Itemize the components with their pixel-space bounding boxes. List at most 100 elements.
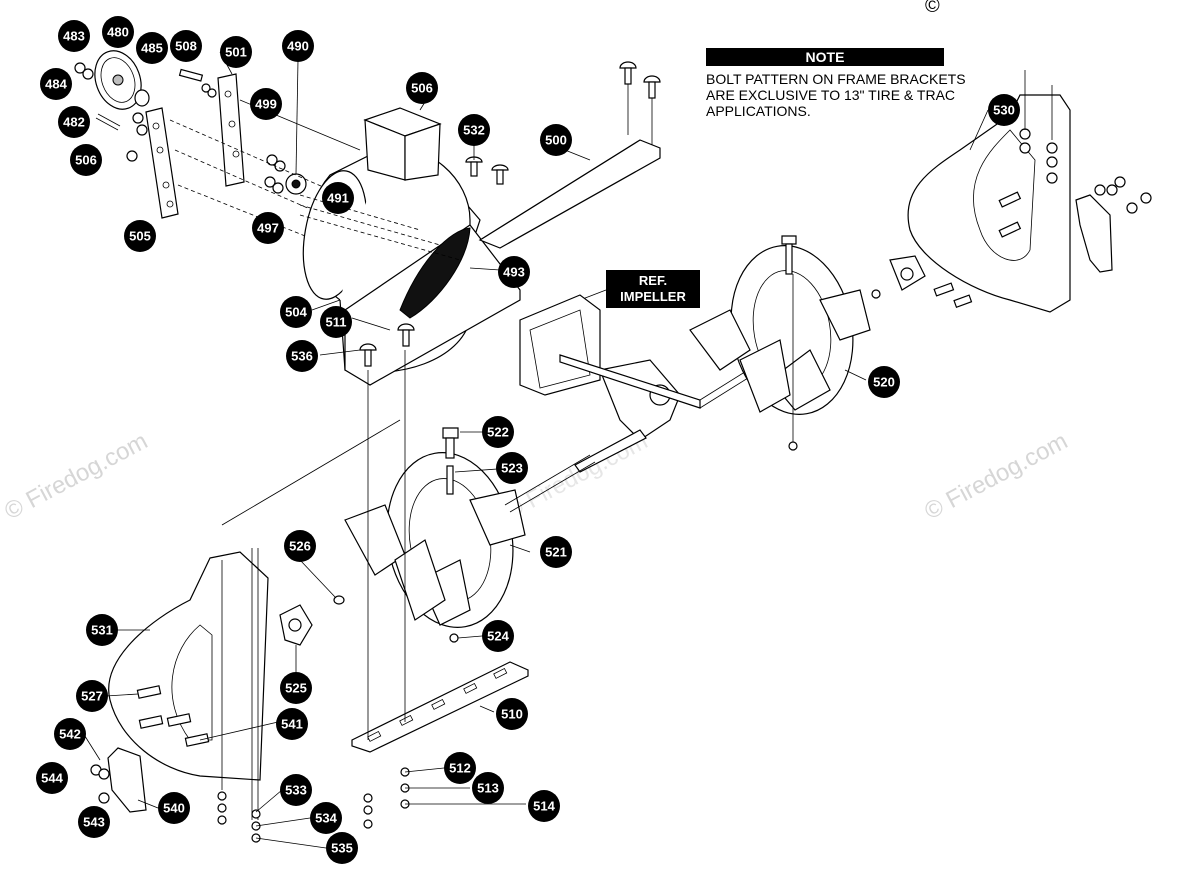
callout-bubble: [70, 144, 102, 176]
callout-505: 505: [124, 220, 156, 252]
ref-impeller-line-2: IMPELLER: [620, 289, 686, 304]
left-auger: [333, 427, 596, 643]
callout-bubble: [36, 762, 68, 794]
callout-number: 520: [873, 375, 895, 390]
callout-bubble: [326, 832, 358, 864]
callout-533: 533: [280, 774, 312, 806]
callout-bubble: [482, 620, 514, 652]
watermark: © Firedog.com: [0, 427, 152, 525]
callout-bubble: [540, 124, 572, 156]
callout-bubble: [124, 220, 156, 252]
callout-number: 522: [487, 425, 509, 440]
callout-bubble: [276, 708, 308, 740]
callout-504: 504: [280, 296, 312, 328]
callout-521: 521: [540, 536, 572, 568]
callout-bubble: [528, 790, 560, 822]
callout-bubble: [496, 452, 528, 484]
callout-bubble: [280, 774, 312, 806]
callout-bubble: [498, 256, 530, 288]
left-frame-bracket: [90, 419, 401, 843]
callout-524: 524: [482, 620, 514, 652]
callout-506: 506: [70, 144, 102, 176]
callout-number: 497: [257, 221, 279, 236]
callout-522: 522: [482, 416, 514, 448]
ref-impeller-box: [606, 270, 700, 308]
callout-499: 499: [250, 88, 282, 120]
watermark: © Firedog.com: [920, 427, 1072, 525]
callout-number: 491: [327, 191, 349, 206]
callout-501: 501: [220, 36, 252, 68]
callout-480: 480: [102, 16, 134, 48]
callout-512: 512: [444, 752, 476, 784]
right-auger: [689, 235, 871, 451]
callout-514: 514: [528, 790, 560, 822]
callout-number: 508: [175, 39, 197, 54]
ref-impeller-line-1: REF.: [639, 273, 667, 288]
callout-536: 536: [286, 340, 318, 372]
callout-485: 485: [136, 32, 168, 64]
callout-number: 535: [331, 841, 353, 856]
callout-482: 482: [58, 106, 90, 138]
callout-number: 493: [503, 265, 525, 280]
callout-bubble: [102, 16, 134, 48]
callout-number: 540: [163, 801, 185, 816]
callout-511: 511: [320, 306, 352, 338]
callout-bubble: [320, 306, 352, 338]
auger-housing: [299, 107, 521, 386]
callout-number: 500: [545, 133, 567, 148]
callout-bubble: [472, 772, 504, 804]
callout-bubble: [444, 752, 476, 784]
callout-number: 531: [91, 623, 113, 638]
callout-bubble: [282, 30, 314, 62]
callout-number: 525: [285, 681, 307, 696]
callout-number: 532: [463, 123, 485, 138]
leader-lines: [82, 51, 989, 849]
callout-483: 483: [58, 20, 90, 52]
callout-number: 523: [501, 461, 523, 476]
callout-number: 485: [141, 41, 163, 56]
callout-number: 513: [477, 781, 499, 796]
callout-bubble: [158, 792, 190, 824]
callout-bubble: [280, 296, 312, 328]
callout-523: 523: [496, 452, 528, 484]
callout-number: 484: [45, 77, 67, 92]
callout-bubble: [406, 72, 438, 104]
callout-bubble: [286, 340, 318, 372]
callout-484: 484: [40, 68, 72, 100]
callout-bubble: [58, 106, 90, 138]
callout-bubble: [310, 802, 342, 834]
callout-number: 480: [107, 25, 129, 40]
callout-510: 510: [496, 698, 528, 730]
callout-bubble: [58, 20, 90, 52]
callout-bubble: [76, 680, 108, 712]
callout-541: 541: [276, 708, 308, 740]
callout-491: 491: [322, 182, 354, 214]
callout-520: 520: [868, 366, 900, 398]
right-frame-bracket: [871, 70, 1152, 313]
callout-number: 542: [59, 727, 81, 742]
callout-bubble: [540, 536, 572, 568]
note-line-3: APPLICATIONS.: [706, 103, 811, 119]
callout-bubble: [220, 36, 252, 68]
callout-number: 505: [129, 229, 151, 244]
callout-540: 540: [158, 792, 190, 824]
callout-number: 510: [501, 707, 523, 722]
callout-531: 531: [86, 614, 118, 646]
callout-530: 530: [988, 94, 1020, 126]
callout-bubble: [284, 530, 316, 562]
copyright-symbol: ©: [925, 0, 940, 17]
callout-number: 504: [285, 305, 307, 320]
callout-525: 525: [280, 672, 312, 704]
callout-number: 524: [487, 629, 509, 644]
callout-542: 542: [54, 718, 86, 750]
callout-bubble: [868, 366, 900, 398]
callout-bubble: [40, 68, 72, 100]
callout-number: 512: [449, 761, 471, 776]
callout-number: 527: [81, 689, 103, 704]
ref-impeller: REF. IMPELLER: [519, 270, 861, 473]
callout-number: 530: [993, 103, 1015, 118]
callout-number: 543: [83, 815, 105, 830]
callout-bubble: [78, 806, 110, 838]
note-box: NOTE BOLT PATTERN ON FRAME BRACKETS ARE …: [706, 48, 966, 119]
